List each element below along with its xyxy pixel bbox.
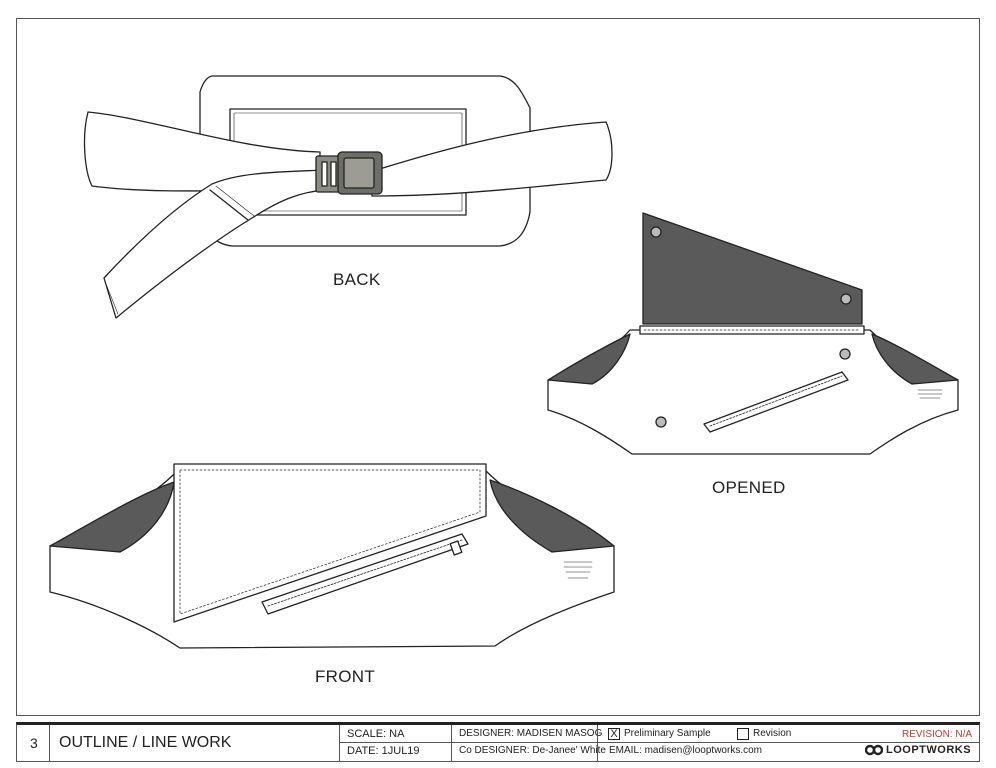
revision-label: Revision — [753, 728, 792, 739]
preliminary-sample-label: Preliminary Sample — [624, 728, 711, 739]
designer-field: DESIGNER: MADISEN MASOG — [459, 728, 603, 739]
front-view — [49, 463, 615, 649]
drawing-frame — [16, 18, 980, 716]
page-number: 3 — [30, 735, 38, 751]
front-gusset-right — [489, 479, 615, 553]
revision-checkbox[interactable] — [737, 728, 749, 740]
sheet-title: OUTLINE / LINE WORK — [59, 734, 232, 751]
buckle — [315, 151, 383, 195]
front-flap — [173, 463, 487, 623]
opened-gusset-right — [871, 333, 959, 385]
opened-gusset-left — [547, 333, 631, 385]
opened-view — [547, 212, 959, 455]
preliminary-sample-checkbox[interactable]: X — [608, 728, 620, 740]
title-block: 3 OUTLINE / LINE WORK SCALE: NA DATE: 1J… — [16, 722, 980, 762]
opened-view-label: OPENED — [712, 478, 786, 497]
loop-icon — [865, 744, 883, 756]
front-view-label: FRONT — [315, 667, 376, 686]
brand-logo: LOOPTWORKS — [865, 744, 971, 756]
line-work-drawing — [49, 75, 959, 649]
scale-field: SCALE: NA — [347, 728, 405, 740]
opened-flap-panel — [642, 212, 863, 325]
back-view — [83, 75, 613, 319]
revision-status: REVISION: N/A — [902, 729, 973, 740]
email-field: EMAIL: madisen@looptworks.com — [609, 745, 762, 756]
brand-name: LOOPTWORKS — [886, 744, 972, 756]
co-designer-field: Co DESIGNER: De-Janee' White — [459, 745, 606, 756]
back-strap-tail — [103, 169, 326, 319]
front-zipper — [261, 533, 469, 615]
back-strap-right — [369, 121, 613, 197]
date-field: DATE: 1JUL19 — [347, 745, 420, 757]
back-view-label: BACK — [333, 270, 381, 289]
